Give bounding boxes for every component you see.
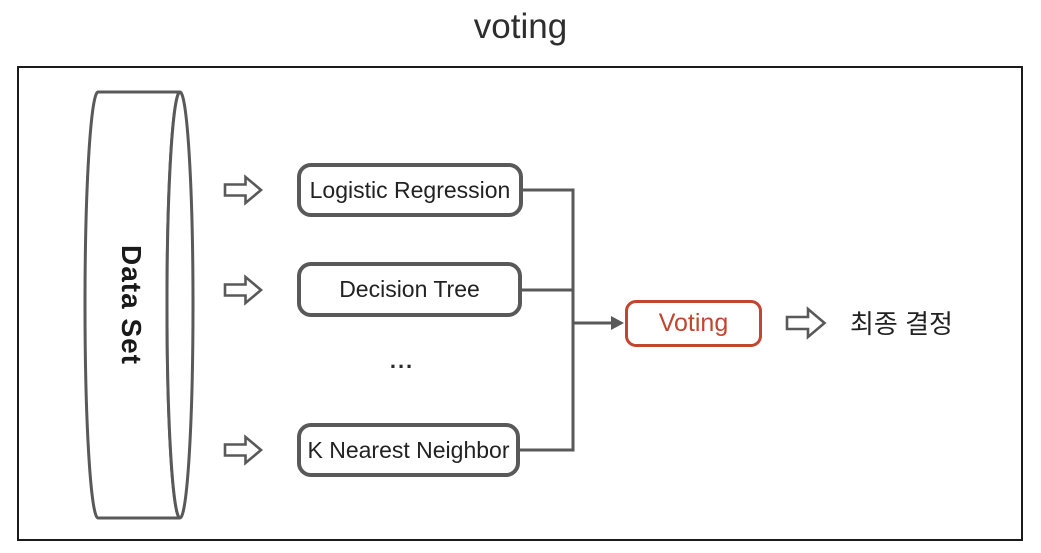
arrowhead-icon [611,316,624,330]
model-box-logistic-regression: Logistic Regression [297,163,523,217]
model-box-decision-tree: Decision Tree [297,262,522,317]
dataset-label: Data Set [116,244,147,366]
block-arrow-icon [223,274,264,306]
cylinder-cap [165,90,195,520]
block-arrow-icon [223,174,264,206]
voting-box: Voting [625,300,762,347]
model-label: Logistic Regression [309,176,511,203]
final-decision-label: 최종 결정 [850,309,953,339]
more-models-ellipsis: ... [389,348,415,373]
diagram-canvas [83,90,827,520]
diagram-frame: Data Set Logistic Regression Decision Tr… [17,66,1023,541]
voting-label: Voting [658,309,729,337]
page-title: voting [473,7,568,46]
block-arrow-icon [223,434,264,466]
connector-lines [520,188,612,452]
model-box-k-nearest-neighbor: K Nearest Neighbor [297,423,520,477]
dataset-cylinder-icon [83,90,195,520]
model-label: Decision Tree [339,276,480,302]
block-arrow-icon [785,306,827,340]
model-label: K Nearest Neighbor [307,436,510,463]
